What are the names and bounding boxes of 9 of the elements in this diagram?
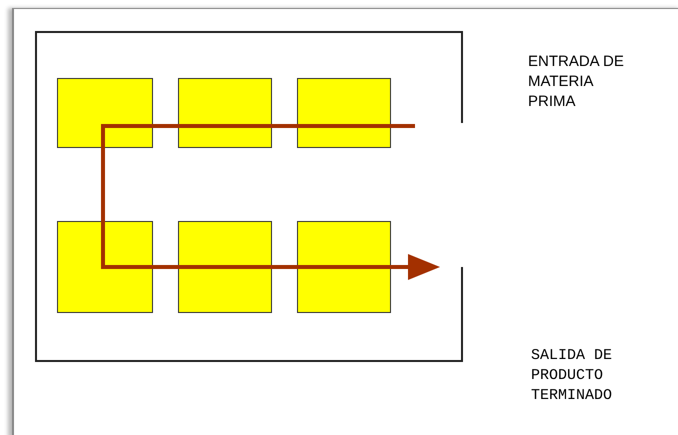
plant-outline bbox=[35, 31, 463, 362]
machine-box bbox=[297, 78, 391, 148]
machine-box bbox=[57, 78, 153, 148]
machine-box bbox=[57, 221, 153, 313]
machine-box bbox=[178, 221, 272, 313]
exit-label: SALIDA DE PRODUCTO TERMINADO bbox=[531, 346, 614, 406]
machine-box bbox=[178, 78, 272, 148]
machine-box bbox=[297, 221, 391, 313]
entrance-label: ENTRADA DE MATERIA PRIMA bbox=[528, 52, 625, 112]
